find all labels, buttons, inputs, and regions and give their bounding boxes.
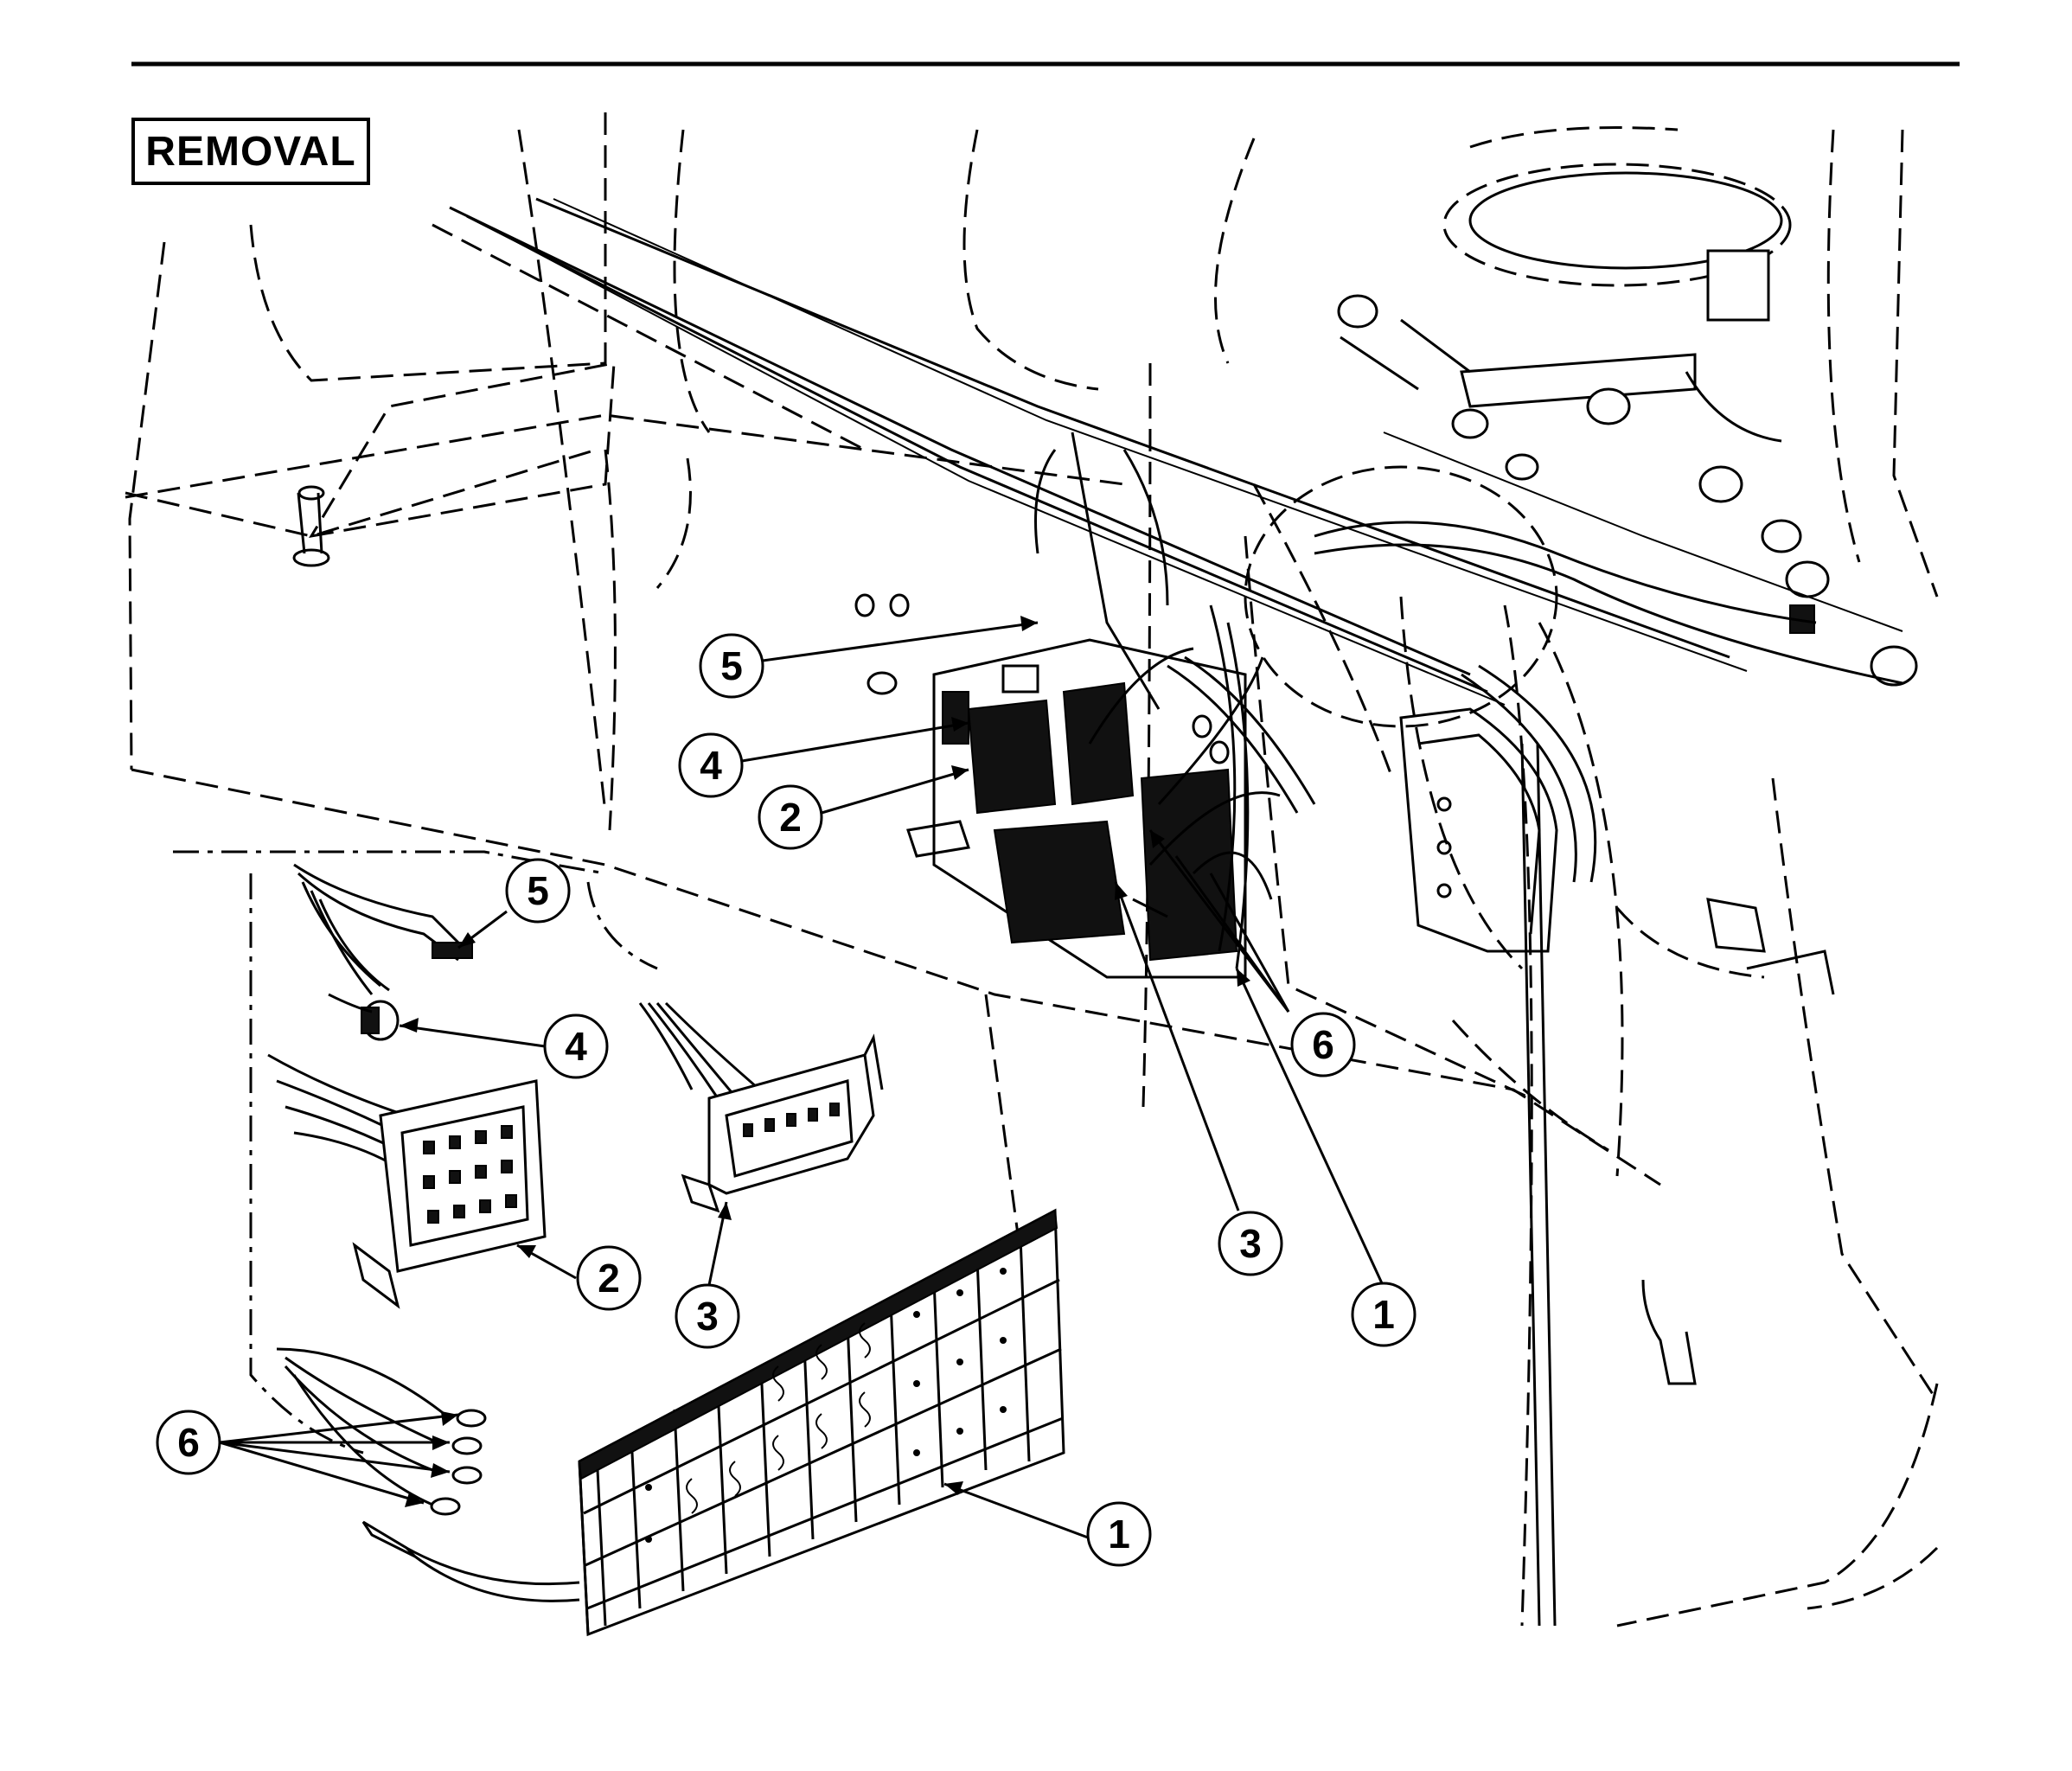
callout-detail-2: 2: [576, 1245, 642, 1311]
instrument-panel-area: [1244, 129, 1918, 779]
detail-terminal-block: [578, 1208, 1065, 1637]
callout-label: 4: [700, 743, 722, 788]
callout-detail-6: 6: [156, 1410, 221, 1475]
main-wiring-harness: [432, 197, 1748, 814]
callout-main-2: 2: [758, 784, 823, 850]
callout-label: 5: [527, 868, 549, 913]
detail-round-plug: [328, 993, 400, 1041]
callout-main-3: 3: [1218, 1211, 1283, 1276]
callout-label: 3: [1239, 1221, 1262, 1266]
detail-flat-connector: [638, 1001, 884, 1213]
installed-module-assembly: [854, 593, 1281, 979]
callout-label: 2: [598, 1256, 620, 1301]
callout-label: 6: [1312, 1022, 1334, 1067]
callout-label: 2: [779, 795, 802, 840]
vehicle-body-outline: [125, 126, 1939, 1627]
callout-detail-4: 4: [543, 1013, 609, 1079]
callout-leader-lines: [219, 616, 1384, 1539]
callout-label: 5: [720, 643, 743, 688]
callout-main-1: 1: [1351, 1282, 1417, 1347]
detail-square-connector: [267, 1053, 547, 1309]
callout-main-6: 6: [1290, 1012, 1356, 1077]
callout-label: 1: [1108, 1512, 1130, 1557]
removal-section-label: REMOVAL: [131, 118, 370, 185]
callout-label: 3: [696, 1294, 719, 1339]
callout-main-5: 5: [699, 633, 764, 699]
callout-detail-5: 5: [505, 858, 571, 924]
callout-detail-3: 3: [675, 1283, 740, 1349]
detail-ring-terminal-leads: [276, 1347, 580, 1602]
left-panel-box: [125, 112, 692, 831]
detail-view-boundary: [173, 850, 658, 1455]
callout-detail-1: 1: [1086, 1501, 1152, 1567]
callout-label: 1: [1372, 1292, 1395, 1337]
right-side-bracket: [1399, 664, 1835, 1627]
callout-label: 4: [565, 1024, 587, 1069]
callout-main-4: 4: [678, 732, 744, 798]
detail-ribbon-connector: [293, 863, 473, 995]
callout-label: 6: [177, 1420, 200, 1465]
